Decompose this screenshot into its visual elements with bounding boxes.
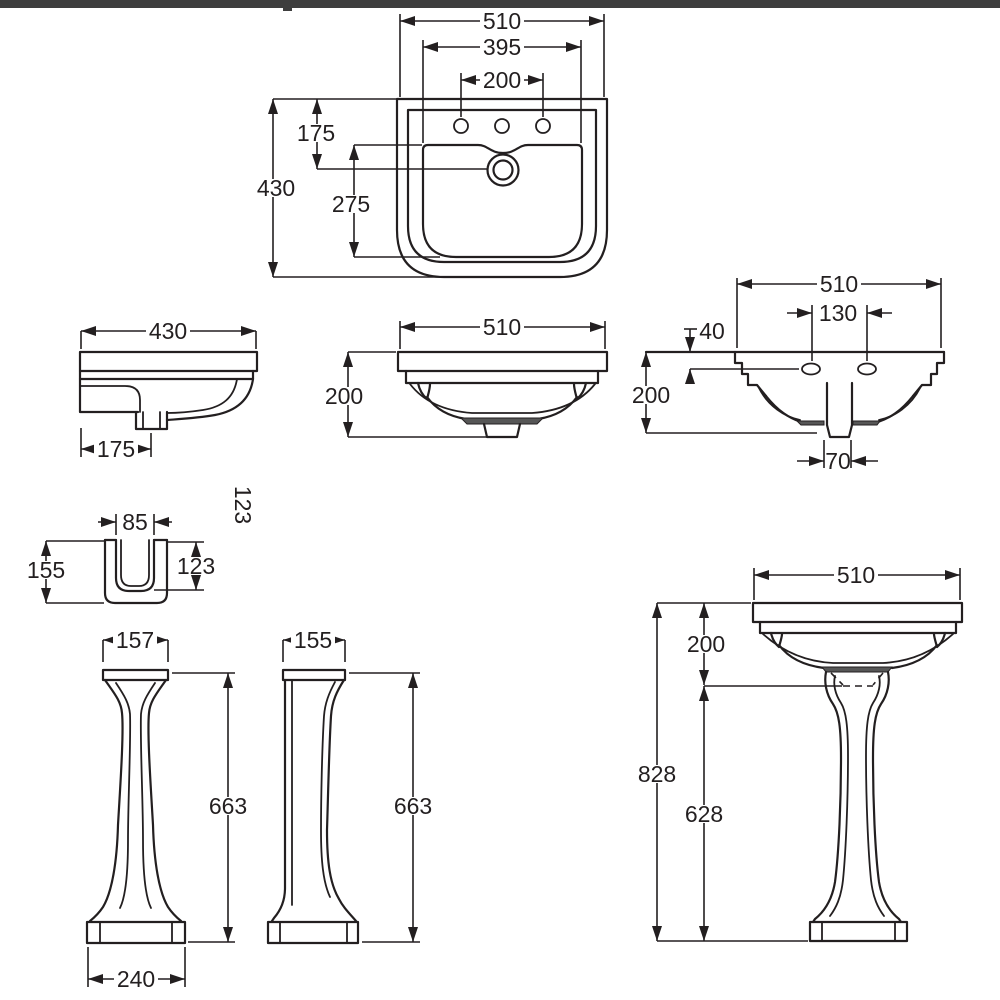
assembly-dimensions — [652, 568, 961, 942]
assembly-view — [652, 568, 964, 943]
dim-side-waste-offset: 175 — [97, 436, 135, 462]
basin-plan-view — [268, 14, 609, 279]
pedestal-side-view — [266, 635, 420, 945]
dim-rear-hole-drop: 40 — [699, 318, 725, 344]
dim-bracket-inner-depth: 123 — [177, 553, 215, 579]
fixing-hole-right — [857, 362, 877, 376]
dim-rear-height: 200 — [632, 382, 670, 408]
dim-plan-overall-depth: 430 — [257, 175, 295, 201]
tap-hole-right — [535, 118, 551, 134]
basin-side-view — [78, 326, 259, 457]
fixing-hole-left — [801, 362, 821, 376]
dim-bracket-height: 155 — [27, 557, 65, 583]
waste-hole-outer — [486, 153, 520, 187]
dim-plan-bowl-width: 395 — [483, 34, 521, 60]
dim-rear-overall-width: 510 — [820, 271, 858, 297]
dim-plan-overall-width: 510 — [483, 8, 521, 34]
dim-front-height: 200 — [325, 383, 363, 409]
rear-dimensions — [641, 278, 942, 468]
dim-pedestal-front-height: 663 — [209, 793, 247, 819]
basin-rear-view — [641, 278, 946, 468]
dim-assembly-basin-width: 510 — [837, 562, 875, 588]
dim-pedestal-side-top-width: 155 — [294, 627, 332, 653]
dim-plan-rim-to-waste: 175 — [297, 120, 335, 146]
dim-bracket-inner-width: 85 — [122, 509, 148, 535]
dimension-labels: 510 395 200 430 175 275 430 175 510 200 … — [27, 8, 875, 992]
basin-front-view — [343, 321, 609, 439]
tap-hole-left — [453, 118, 469, 134]
pedestal-front-view — [85, 635, 235, 987]
dim-assembly-basin-height: 200 — [687, 631, 725, 657]
bracket-rotated-note: 123 — [230, 486, 256, 524]
dim-pedestal-front-top-width: 157 — [116, 627, 154, 653]
dim-rear-fixing-hole-span: 130 — [819, 300, 857, 326]
dimension-label-backgrounds — [24, 12, 878, 988]
dim-plan-bowl-front-depth: 275 — [332, 191, 370, 217]
top-bar — [0, 0, 1000, 8]
pedestal-side-dimensions — [282, 635, 420, 943]
dim-pedestal-base-width: 240 — [117, 966, 155, 992]
dim-assembly-total-height: 828 — [638, 761, 676, 787]
dim-front-overall-width: 510 — [483, 314, 521, 340]
waste-hole-inner — [492, 159, 514, 181]
dim-side-overall-depth: 430 — [149, 318, 187, 344]
waste-flange — [459, 417, 545, 425]
waste-flange-left — [795, 420, 825, 426]
hidden-joint-line — [830, 672, 884, 687]
dim-plan-tap-hole-span: 200 — [483, 67, 521, 93]
tap-hole-center — [494, 118, 510, 134]
front-dimensions — [343, 321, 606, 438]
dim-assembly-pedestal-height: 628 — [685, 801, 723, 827]
waste-flange-right — [852, 420, 881, 426]
dim-pedestal-side-height: 663 — [394, 793, 432, 819]
assembly-waste-flange — [820, 666, 894, 673]
top-bar-notch — [283, 8, 292, 11]
dim-rear-waste-width: 70 — [825, 448, 851, 474]
